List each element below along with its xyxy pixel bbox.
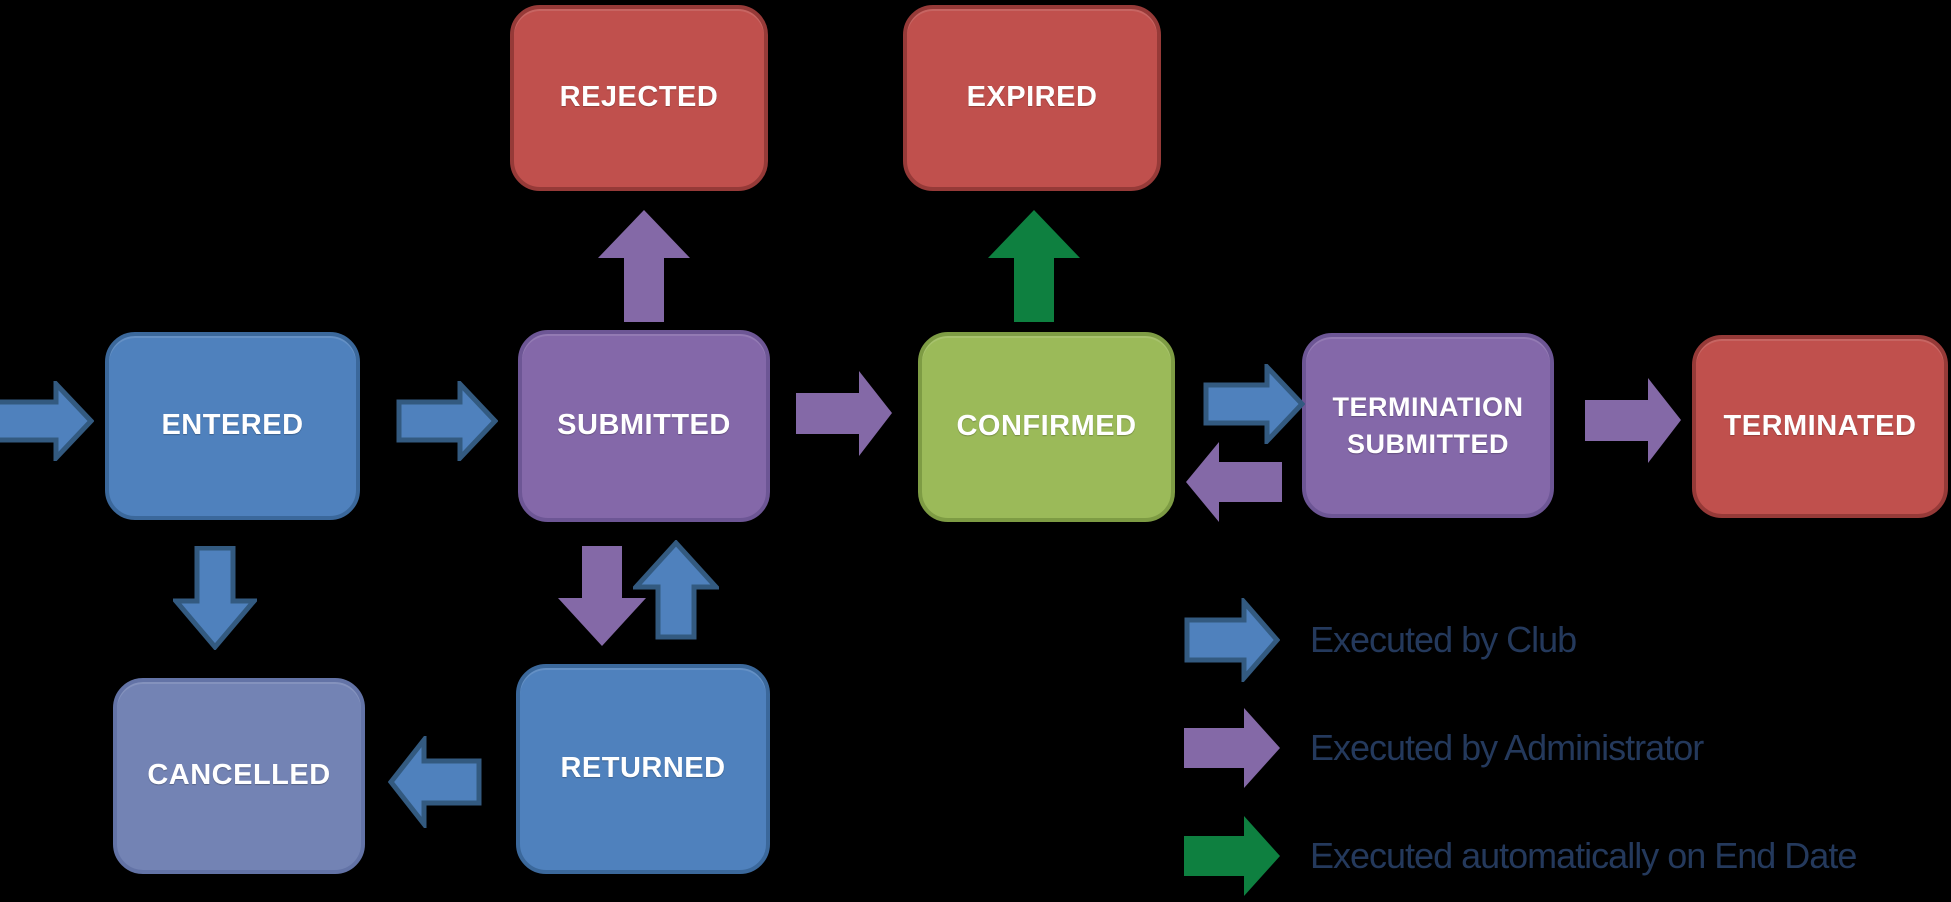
- state-returned-label: RETURNED: [560, 752, 726, 785]
- arrow-termination-submitted-to-terminated: [1585, 378, 1681, 463]
- arrow-submitted-to-returned: [558, 546, 646, 646]
- state-rejected-label: REJECTED: [559, 81, 719, 114]
- state-terminated-label: TERMINATED: [1723, 409, 1917, 442]
- arrow-termination-submitted-to-confirmed: [1186, 442, 1282, 522]
- state-termination-submitted: TERMINATION SUBMITTED: [1302, 333, 1554, 518]
- state-expired: EXPIRED: [903, 5, 1161, 191]
- arrow-start-to-entered: [0, 381, 94, 461]
- arrow-submitted-to-confirmed: [796, 371, 892, 456]
- state-entered: ENTERED: [105, 332, 360, 520]
- arrow-entered-to-cancelled: [173, 546, 257, 650]
- state-returned: RETURNED: [516, 664, 770, 874]
- state-submitted-label: SUBMITTED: [557, 409, 731, 442]
- state-submitted: SUBMITTED: [518, 330, 770, 522]
- arrow-confirmed-to-termination-submitted: [1203, 364, 1305, 444]
- legend-administrator-label: Executed by Administrator: [1310, 727, 1704, 768]
- legend-automatic-label: Executed automatically on End Date: [1310, 835, 1857, 876]
- state-entered-label: ENTERED: [161, 409, 304, 442]
- legend-club-label: Executed by Club: [1310, 619, 1577, 660]
- arrow-returned-to-cancelled: [388, 736, 482, 828]
- state-terminated: TERMINATED: [1692, 335, 1948, 518]
- state-cancelled-label: CANCELLED: [147, 759, 331, 792]
- arrow-returned-to-submitted: [633, 540, 719, 640]
- state-cancelled: CANCELLED: [113, 678, 365, 874]
- legend-club-arrow-icon: [1184, 598, 1280, 682]
- state-expired-label: EXPIRED: [966, 81, 1098, 114]
- state-termination-submitted-label: TERMINATION SUBMITTED: [1332, 392, 1524, 459]
- arrow-entered-to-submitted: [396, 381, 498, 461]
- state-rejected: REJECTED: [510, 5, 768, 191]
- state-confirmed-label: CONFIRMED: [956, 410, 1137, 443]
- arrow-submitted-to-rejected: [598, 210, 690, 322]
- legend-row-administrator: Executed by Administrator: [1184, 706, 1704, 790]
- state-confirmed: CONFIRMED: [918, 332, 1175, 522]
- arrow-confirmed-to-expired: [988, 210, 1080, 322]
- legend-row-club: Executed by Club: [1184, 598, 1577, 682]
- legend-row-automatic: Executed automatically on End Date: [1184, 814, 1857, 898]
- legend-automatic-arrow-icon: [1184, 816, 1280, 896]
- legend-administrator-arrow-icon: [1184, 708, 1280, 788]
